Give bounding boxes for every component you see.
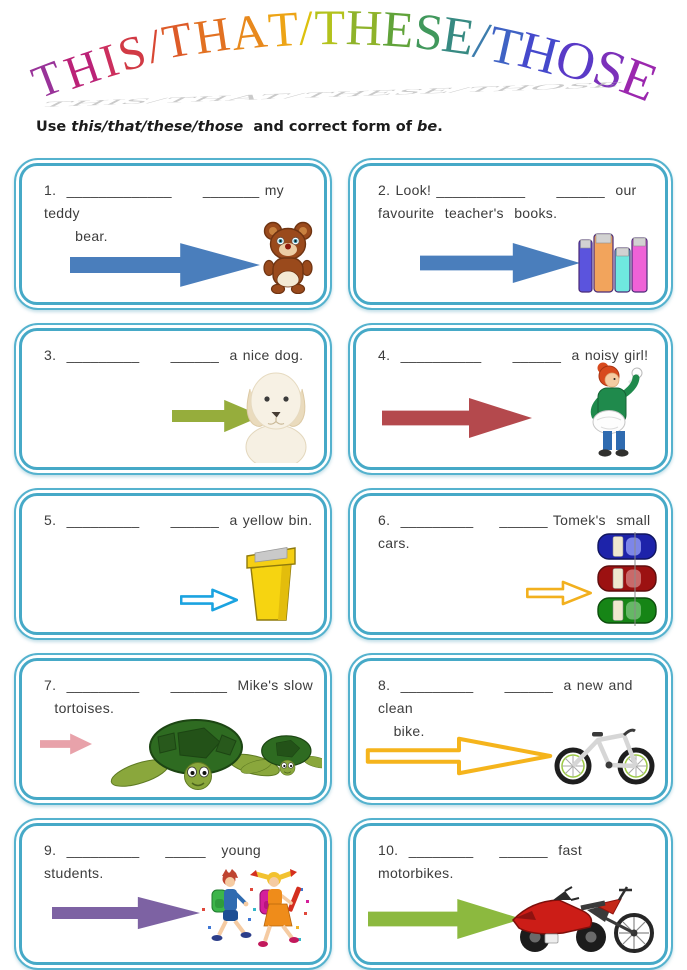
right-arrow-icon bbox=[52, 896, 200, 930]
title-letter: H bbox=[344, 0, 384, 57]
exercise-box-9: 9. _________ _____ young students. bbox=[14, 818, 332, 970]
yellow-bin-image bbox=[246, 547, 296, 621]
right-arrow-icon bbox=[172, 399, 262, 433]
title-letter: T bbox=[266, 0, 301, 58]
bike-image bbox=[554, 728, 655, 785]
exercise-box-4-inner: 4. __________ ______ a noisy girl! bbox=[353, 328, 668, 470]
exercise-box-10-inner: 10. ________ ______ fast motorbikes. bbox=[353, 823, 668, 965]
instruction-line: Use this/that/these/those and correct fo… bbox=[36, 119, 443, 135]
exercise-box-5-inner: 5. _________ ______ a yellow bin. bbox=[19, 493, 327, 635]
exercise-box-1-inner: 1. _____________ _______ my teddy bear. bbox=[19, 163, 327, 305]
students-image bbox=[202, 869, 309, 947]
exercise-box-2: 2. Look! ___________ ______ our favourit… bbox=[348, 158, 673, 310]
exercise-box-1: 1. _____________ _______ my teddy bear. bbox=[14, 158, 332, 310]
instruction-part: and correct form of bbox=[243, 119, 418, 135]
right-arrow-icon bbox=[70, 243, 260, 287]
exercise-text-1: 1. _____________ _______ my teddy bear. bbox=[44, 182, 284, 245]
tortoises-image bbox=[110, 719, 322, 790]
books-image bbox=[578, 233, 648, 293]
exercise-box-4: 4. __________ ______ a noisy girl! bbox=[348, 323, 673, 475]
exercise-box-3: 3. _________ ______ a nice dog. bbox=[14, 323, 332, 475]
worksheet-grid: 1. _____________ _______ my teddy bear. bbox=[14, 158, 673, 970]
exercise-box-5: 5. _________ ______ a yellow bin. bbox=[14, 488, 332, 640]
instruction-be: be bbox=[417, 119, 438, 135]
right-arrow-icon bbox=[382, 398, 532, 438]
exercise-text-8: 8. _________ ______ a new and clean bike… bbox=[378, 677, 633, 740]
toy-cars-image bbox=[597, 532, 657, 626]
exercise-text-7: 7. _________ _______ Mike's slow tortois… bbox=[44, 677, 313, 717]
instruction-demonstratives: this/that/these/those bbox=[71, 119, 244, 135]
exercise-box-8: 8. _________ ______ a new and clean bike… bbox=[348, 653, 673, 805]
noisy-girl-image bbox=[590, 362, 643, 457]
exercise-box-7: 7. _________ _______ Mike's slow tortois… bbox=[14, 653, 332, 805]
right-arrow-icon bbox=[40, 733, 92, 755]
title-letter: T bbox=[314, 0, 345, 55]
exercise-box-10: 10. ________ ______ fast motorbikes. bbox=[348, 818, 673, 970]
exercise-text-4: 4. __________ ______ a noisy girl! bbox=[378, 347, 649, 363]
title-letter: E bbox=[380, 0, 416, 59]
exercise-box-7-inner: 7. _________ _______ Mike's slow tortois… bbox=[19, 658, 327, 800]
exercise-box-6: 6. _________ ______ Tomek's small cars. bbox=[348, 488, 673, 640]
exercise-box-6-inner: 6. _________ ______ Tomek's small cars. bbox=[353, 493, 668, 635]
exercise-text-6: 6. _________ ______ Tomek's small cars. bbox=[378, 512, 656, 552]
right-arrow-outline-icon bbox=[180, 588, 238, 612]
right-arrow-icon bbox=[420, 243, 580, 283]
title-letter: H bbox=[190, 5, 233, 65]
instruction-part: . bbox=[437, 119, 443, 135]
exercise-text-2: 2. Look! ___________ ______ our favourit… bbox=[378, 182, 637, 222]
right-arrow-icon bbox=[368, 899, 522, 939]
exercise-box-3-inner: 3. _________ ______ a nice dog. bbox=[19, 328, 327, 470]
dog-image bbox=[245, 372, 307, 463]
teddy-bear-image bbox=[263, 221, 313, 294]
instruction-part: Use bbox=[36, 119, 72, 135]
exercise-box-2-inner: 2. Look! ___________ ______ our favourit… bbox=[353, 163, 668, 305]
right-arrow-outline-icon bbox=[364, 733, 554, 779]
title-letter: T bbox=[158, 10, 197, 70]
exercise-box-9-inner: 9. _________ _____ young students. bbox=[19, 823, 327, 965]
exercise-text-10: 10. ________ ______ fast motorbikes. bbox=[378, 842, 588, 882]
exercise-text-3: 3. _________ ______ a nice dog. bbox=[44, 347, 304, 363]
exercise-box-8-inner: 8. _________ ______ a new and clean bike… bbox=[353, 658, 668, 800]
exercise-text-5: 5. _________ ______ a yellow bin. bbox=[44, 512, 313, 528]
right-arrow-outline-icon bbox=[526, 580, 592, 606]
title-letter: A bbox=[228, 2, 270, 61]
title-letter: / bbox=[298, 0, 315, 56]
exercise-text-9: 9. _________ _____ young students. bbox=[44, 842, 267, 882]
motorbikes-image bbox=[512, 886, 654, 953]
